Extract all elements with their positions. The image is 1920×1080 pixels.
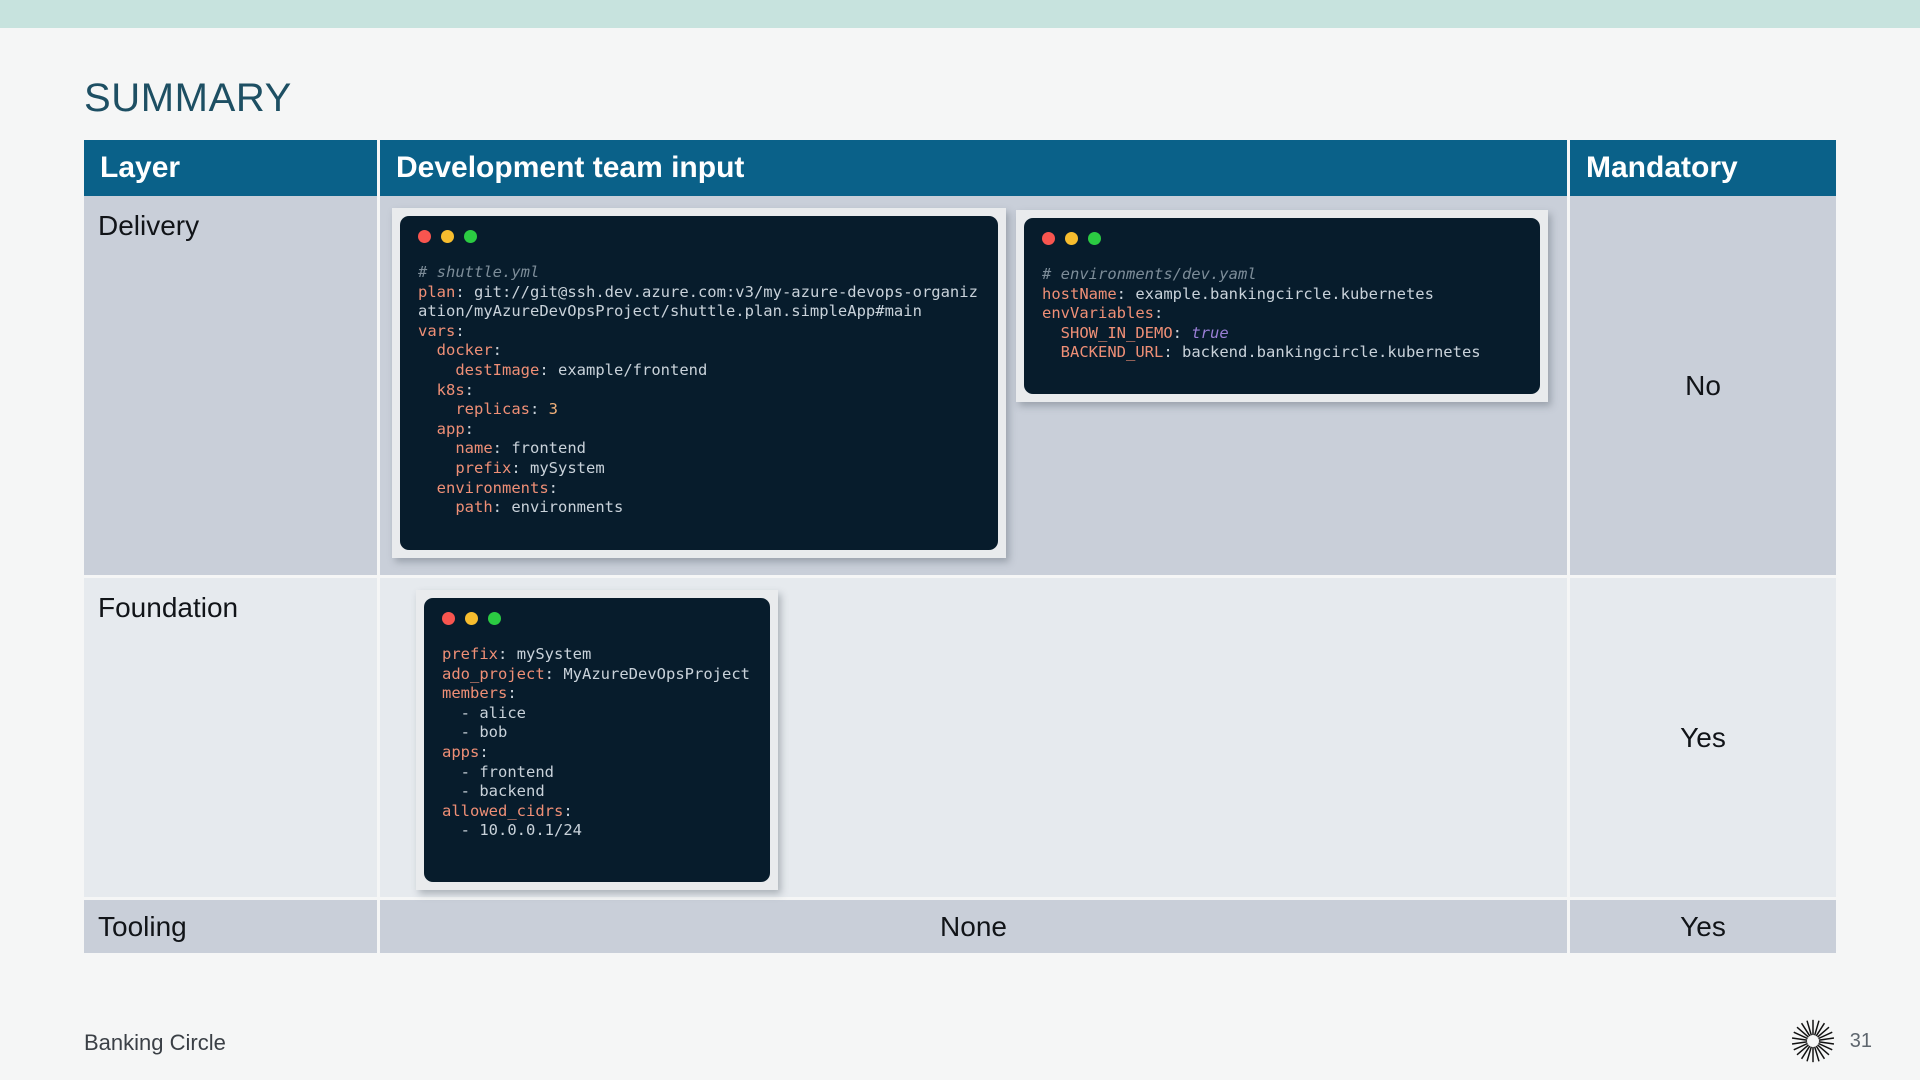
terminal-body: # environments/dev.yaml hostName: exampl…	[1024, 218, 1540, 394]
top-accent-banner	[0, 0, 1920, 28]
code-content-devyaml: # environments/dev.yaml hostName: exampl…	[1042, 265, 1481, 362]
table-row: Tooling None Yes	[84, 900, 1836, 956]
cell-mandatory-tooling: Yes	[1570, 900, 1836, 956]
cell-mandatory-delivery: No	[1570, 196, 1836, 578]
column-header-layer: Layer	[84, 140, 380, 196]
table-body: Delivery # shuttle.yml plan: git://git@s…	[84, 196, 1836, 956]
page-number: 31	[1849, 1029, 1872, 1052]
cell-layer-tooling: Tooling	[84, 900, 380, 956]
shuttle-yml-terminal: # shuttle.yml plan: git://git@ssh.dev.az…	[392, 208, 1006, 558]
maximize-dot-icon	[1088, 232, 1101, 245]
close-dot-icon	[442, 612, 455, 625]
minimize-dot-icon	[465, 612, 478, 625]
sunburst-logo-icon	[1791, 1019, 1834, 1063]
foundation-yml-terminal: prefix: mySystem ado_project: MyAzureDev…	[416, 590, 778, 890]
table-header: Layer Development team input Mandatory	[84, 140, 1836, 196]
cell-layer-foundation: Foundation	[84, 578, 380, 900]
minimize-dot-icon	[1065, 232, 1078, 245]
cell-mandatory-foundation: Yes	[1570, 578, 1836, 900]
summary-table: Layer Development team input Mandatory D…	[84, 140, 1836, 956]
cell-input-delivery: # shuttle.yml plan: git://git@ssh.dev.az…	[380, 196, 1570, 578]
terminal-window-dots	[1042, 232, 1524, 245]
code-content-foundation: prefix: mySystem ado_project: MyAzureDev…	[442, 645, 750, 840]
cell-input-foundation: prefix: mySystem ado_project: MyAzureDev…	[380, 578, 1570, 900]
footer-brand: Banking Circle	[84, 1030, 226, 1055]
dev-yaml-terminal: # environments/dev.yaml hostName: exampl…	[1016, 210, 1548, 402]
close-dot-icon	[418, 230, 431, 243]
close-dot-icon	[1042, 232, 1055, 245]
maximize-dot-icon	[464, 230, 477, 243]
terminal-body: prefix: mySystem ado_project: MyAzureDev…	[424, 598, 770, 882]
cell-input-tooling: None	[380, 900, 1570, 956]
terminal-window-dots	[442, 612, 754, 625]
cell-layer-delivery: Delivery	[84, 196, 380, 578]
maximize-dot-icon	[488, 612, 501, 625]
table-row: Delivery # shuttle.yml plan: git://git@s…	[84, 196, 1836, 578]
terminal-body: # shuttle.yml plan: git://git@ssh.dev.az…	[400, 216, 998, 550]
terminal-window-dots	[418, 230, 982, 243]
table-row: Foundation prefix: mySystem ado_project:…	[84, 578, 1836, 900]
table-header-row: Layer Development team input Mandatory	[84, 140, 1836, 196]
column-header-input: Development team input	[380, 140, 1570, 196]
page-title: SUMMARY	[84, 76, 292, 120]
minimize-dot-icon	[441, 230, 454, 243]
code-content-shuttle: # shuttle.yml plan: git://git@ssh.dev.az…	[418, 263, 978, 517]
column-header-mandatory: Mandatory	[1570, 140, 1836, 196]
footer-right: 31	[1790, 1018, 1872, 1064]
